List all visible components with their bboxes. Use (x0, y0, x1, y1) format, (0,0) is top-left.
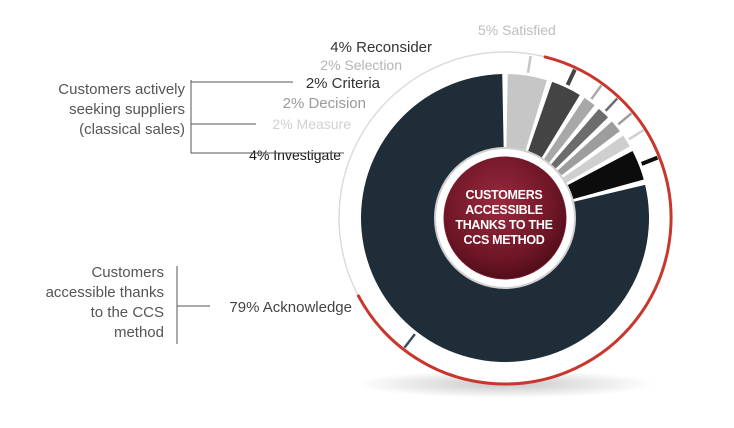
slice-label-1: 4% Investigate (249, 147, 341, 163)
slice-label-6: 4% Reconsider (330, 39, 432, 56)
group-label-classical-line-1: Customers actively (58, 81, 185, 98)
group-label-ccs-method: Customers accessible thanks to the CCS m… (10, 263, 164, 343)
slice-label-3: 2% Decision (283, 95, 366, 112)
slice-acknowledge (361, 74, 650, 363)
group-label-classical-line-2: seeking suppliers (69, 101, 185, 118)
accent-ring-arc (356, 55, 673, 386)
leader-line-6 (565, 68, 577, 86)
slice-satisfied (506, 74, 547, 152)
slice-label-5: 2% Selection (320, 57, 402, 73)
slice-label-0: 79% Acknowledge (229, 299, 352, 316)
slice-criteria (550, 108, 609, 170)
slice-label-2: 2% Measure (272, 116, 351, 132)
slice-investigate (566, 151, 644, 200)
leader-line-2 (628, 129, 645, 141)
leader-lines-group (403, 55, 659, 349)
group-label-ccs-line-3: to the CCS (90, 304, 164, 321)
group-label-ccs-line-4: method (113, 324, 164, 341)
group-label-ccs-line-2: accessible thanks (45, 284, 164, 301)
slice-reconsider (527, 81, 580, 159)
slice-labels-group: 79% Acknowledge 4% Investigate 2% Measure 2… (229, 22, 555, 316)
slices-group (361, 74, 650, 363)
slice-selection (543, 97, 595, 164)
leader-line-7 (526, 55, 532, 74)
group-brackets (176, 80, 344, 344)
slice-decision (556, 121, 620, 176)
leader-line-4 (604, 97, 619, 112)
leader-line-3 (617, 112, 633, 126)
slice-measure (562, 135, 630, 184)
leader-line-5 (590, 84, 603, 100)
slice-label-4: 2% Criteria (306, 75, 381, 92)
group-label-ccs-line-1: Customers (91, 264, 164, 281)
center-disc (443, 156, 567, 280)
group-label-classical-line-3: (classical sales) (79, 121, 185, 138)
leader-line-1 (640, 155, 659, 166)
slice-label-7: 5% Satisfied (478, 22, 556, 38)
group-label-classical-sales: Customers actively seeking suppliers (cl… (20, 80, 185, 140)
leader-line-0 (403, 333, 416, 349)
